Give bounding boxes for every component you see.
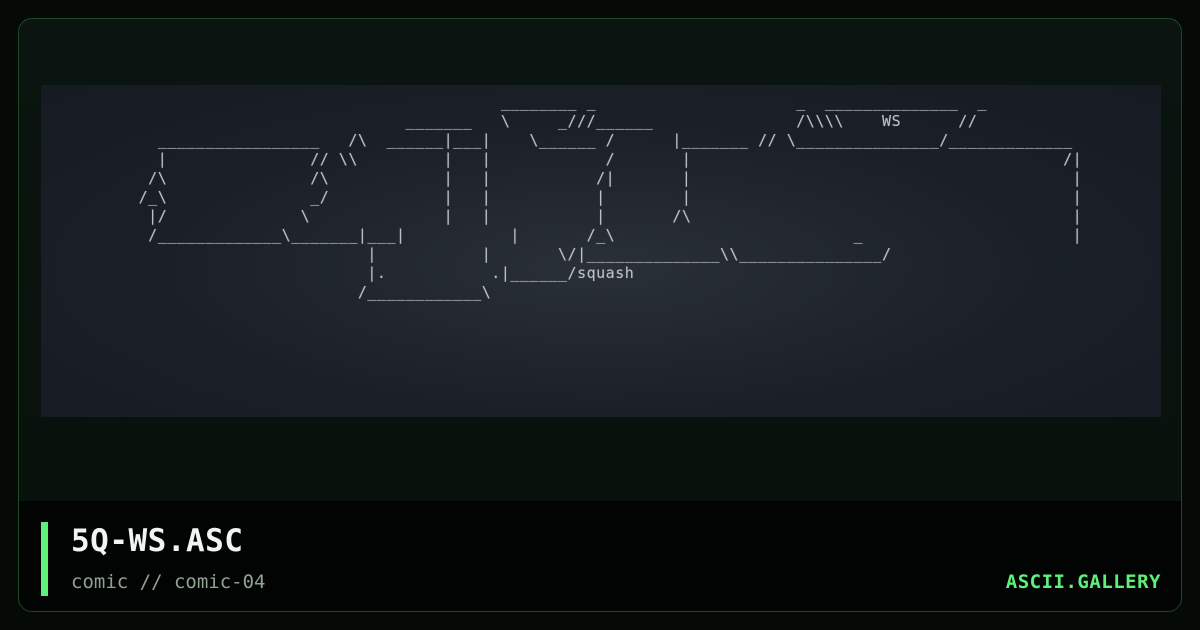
artwork-category: comic // comic-04 [71,571,266,593]
accent-bar [41,522,48,596]
gallery-card: ________ _ _ ______________ _ _______ \ … [18,18,1182,612]
card-footer: 5Q-WS.ASC comic // comic-04 ASCII.GALLER… [19,501,1181,611]
ascii-art-frame: ________ _ _ ______________ _ _______ \ … [41,85,1161,417]
ascii-artwork: ________ _ _ ______________ _ _______ \ … [138,93,1083,301]
site-brand[interactable]: ASCII.GALLERY [1005,571,1161,593]
artwork-title: 5Q-WS.ASC [71,523,244,559]
